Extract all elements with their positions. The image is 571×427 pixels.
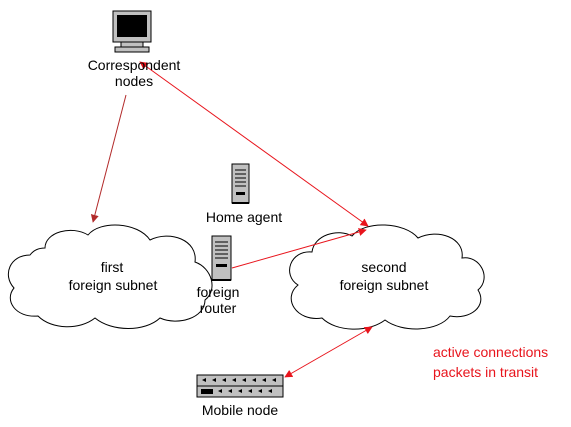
correspondent-label-line2: nodes (115, 73, 153, 89)
foreign-router-label-line1: foreign (197, 284, 240, 300)
first-subnet-label-line1: first (101, 259, 124, 275)
legend-active-connections: active connections (433, 344, 548, 360)
connection-foreign-router-to-second-subnet (231, 228, 367, 269)
second-subnet-cloud (289, 224, 485, 330)
second-subnet-label-line1: second (361, 259, 406, 275)
mobile-node-label: Mobile node (202, 402, 278, 418)
server-tower-icon (211, 235, 232, 281)
first-subnet-label-line2: foreign subnet (69, 277, 158, 293)
connection-second-subnet-to-mobile-node (284, 326, 373, 378)
foreign-router-label-line2: router (200, 300, 237, 316)
network-device-icon (196, 374, 284, 398)
connection-correspondent-to-second-subnet (139, 61, 369, 227)
second-subnet-label-line2: foreign subnet (340, 277, 429, 293)
monitor-icon (112, 10, 152, 53)
home-agent-label: Home agent (206, 209, 282, 225)
server-tower-icon (231, 163, 250, 204)
first-subnet-cloud (8, 224, 213, 329)
legend-packets-in-transit: packets in transit (433, 364, 538, 380)
correspondent-label-line1: Correspondent (88, 57, 181, 73)
connection-correspondent-to-first-subnet (90, 94, 127, 223)
